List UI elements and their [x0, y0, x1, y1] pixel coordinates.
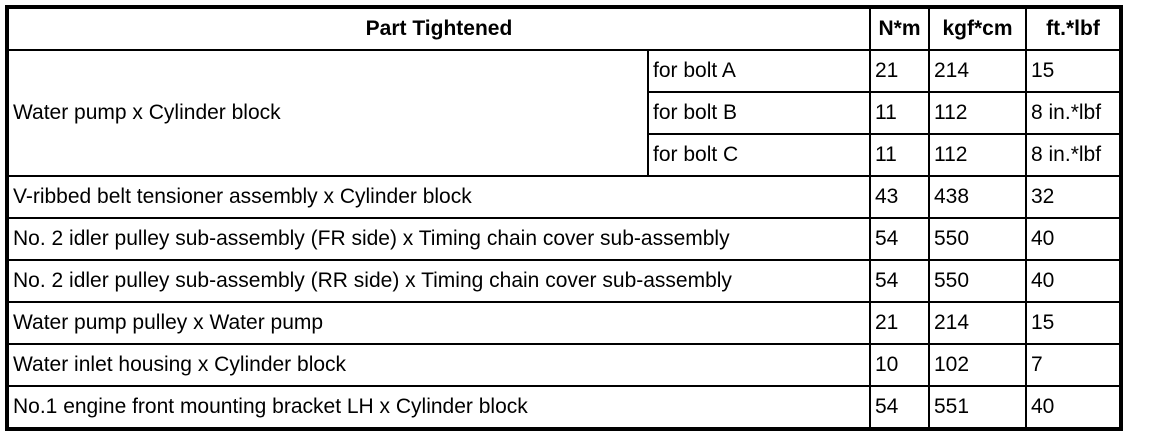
table-row: Water pump pulley x Water pump 21 214 15 — [6, 301, 1122, 345]
ftlbf-value: 15 — [1025, 49, 1122, 93]
table-row: V-ribbed belt tensioner assembly x Cylin… — [6, 175, 1122, 219]
header-ftlbf: ft.*lbf — [1025, 6, 1122, 51]
kgfcm-value: 112 — [928, 133, 1027, 177]
sub-part-cell: for bolt A — [647, 49, 871, 93]
ftlbf-value: 7 — [1025, 343, 1122, 387]
header-row: Part Tightened N*m kgf*cm ft.*lbf — [6, 6, 1122, 51]
ftlbf-value: 40 — [1025, 385, 1122, 430]
table-row-bolt-b: for bolt B 11 112 8 in.*lbf — [7, 91, 1122, 135]
table-row-bolt-a: Water pump x Cylinder block for bolt A 2… — [6, 49, 1122, 177]
kgfcm-value: 214 — [928, 49, 1027, 93]
ftlbf-value: 15 — [1025, 301, 1122, 345]
nm-value: 54 — [869, 385, 930, 430]
part-cell-water-pump: Water pump x Cylinder block — [6, 49, 649, 177]
header-part-tightened: Part Tightened — [6, 6, 871, 51]
part-cell: Water pump pulley x Water pump — [6, 301, 871, 345]
ftlbf-value: 8 in.*lbf — [1025, 91, 1122, 135]
nm-value: 11 — [869, 133, 930, 177]
part-cell: Water inlet housing x Cylinder block — [6, 343, 871, 387]
nm-value: 11 — [869, 91, 930, 135]
sub-part-cell: for bolt B — [647, 91, 871, 135]
table-row: Water inlet housing x Cylinder block 10 … — [6, 343, 1122, 387]
table-row-bolt-c: for bolt C 11 112 8 in.*lbf — [7, 133, 1122, 177]
nm-value: 43 — [869, 175, 930, 219]
sub-part-cell: for bolt C — [647, 133, 871, 177]
kgfcm-value: 550 — [928, 217, 1027, 261]
nm-value: 21 — [869, 49, 930, 93]
nm-value: 10 — [869, 343, 930, 387]
part-cell: No.1 engine front mounting bracket LH x … — [6, 385, 871, 430]
header-kgfcm: kgf*cm — [928, 6, 1027, 51]
kgfcm-value: 112 — [928, 91, 1027, 135]
table-row: No. 2 idler pulley sub-assembly (RR side… — [6, 259, 1122, 303]
part-cell: V-ribbed belt tensioner assembly x Cylin… — [6, 175, 871, 219]
kgfcm-value: 438 — [928, 175, 1027, 219]
part-cell: No. 2 idler pulley sub-assembly (RR side… — [6, 259, 871, 303]
nm-value: 54 — [869, 217, 930, 261]
ftlbf-value: 8 in.*lbf — [1025, 133, 1122, 177]
kgfcm-value: 550 — [928, 259, 1027, 303]
table-row: No. 2 idler pulley sub-assembly (FR side… — [6, 217, 1122, 261]
ftlbf-value: 40 — [1025, 259, 1122, 303]
kgfcm-value: 551 — [928, 385, 1027, 430]
kgfcm-value: 214 — [928, 301, 1027, 345]
header-nm: N*m — [869, 6, 930, 51]
ftlbf-value: 40 — [1025, 217, 1122, 261]
table-row: No.1 engine front mounting bracket LH x … — [6, 385, 1122, 430]
torque-spec-table: Part Tightened N*m kgf*cm ft.*lbf Water … — [5, 5, 1123, 431]
nm-value: 21 — [869, 301, 930, 345]
nm-value: 54 — [869, 259, 930, 303]
kgfcm-value: 102 — [928, 343, 1027, 387]
part-cell: No. 2 idler pulley sub-assembly (FR side… — [6, 217, 871, 261]
ftlbf-value: 32 — [1025, 175, 1122, 219]
